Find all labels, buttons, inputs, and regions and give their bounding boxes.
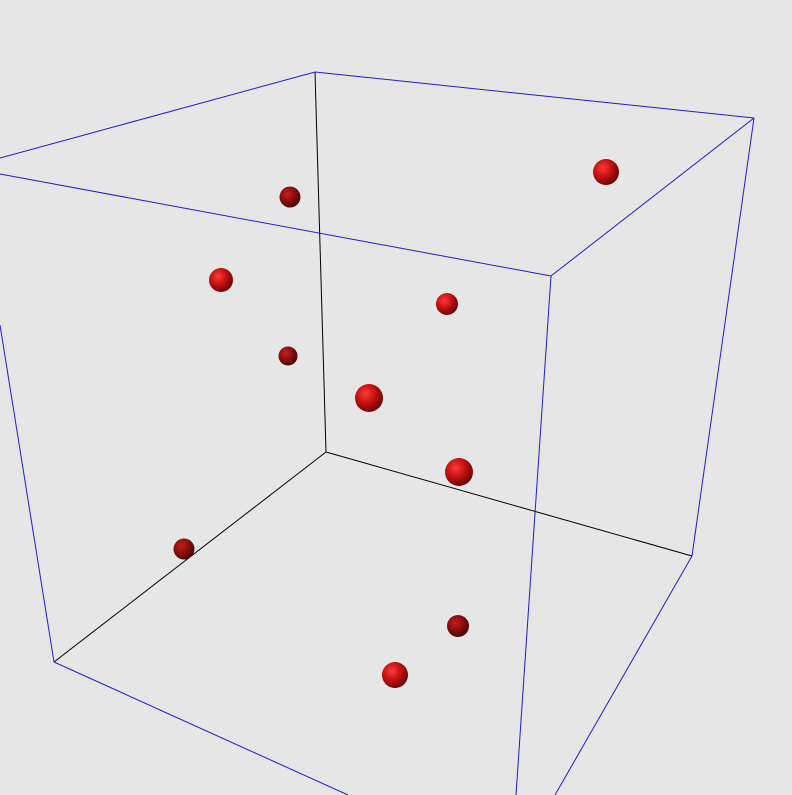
cube-edge-top-back-right <box>314 71 755 119</box>
data-point-sphere[interactable] <box>209 268 233 292</box>
data-point-sphere[interactable] <box>173 538 195 560</box>
cube-edge-left-vertical <box>0 324 55 663</box>
cube-edge-top-front-right <box>550 117 755 277</box>
data-point-sphere[interactable] <box>593 159 619 185</box>
cube-edge-right-vertical <box>691 117 755 557</box>
cube-edge-back-vertical <box>314 71 327 453</box>
data-point-sphere[interactable] <box>355 384 383 412</box>
cube-edge-top-back-left <box>0 71 316 159</box>
data-point-sphere[interactable] <box>447 615 469 637</box>
data-point-sphere[interactable] <box>279 186 301 208</box>
cube-edge-front-vertical <box>515 275 552 795</box>
data-point-sphere[interactable] <box>382 662 408 688</box>
scatter-points <box>173 159 619 688</box>
cube-back-edges <box>53 71 693 663</box>
data-point-sphere[interactable] <box>278 346 298 366</box>
data-point-sphere[interactable] <box>445 458 473 486</box>
cube-edge-top-front-left <box>0 173 552 277</box>
cube-edge-bottom-left <box>53 661 349 795</box>
cube-edge-back-bottom-right <box>325 451 693 557</box>
data-point-sphere[interactable] <box>436 293 458 315</box>
cube-front-edges <box>0 71 755 795</box>
cube-edge-bottom-right <box>554 555 693 795</box>
